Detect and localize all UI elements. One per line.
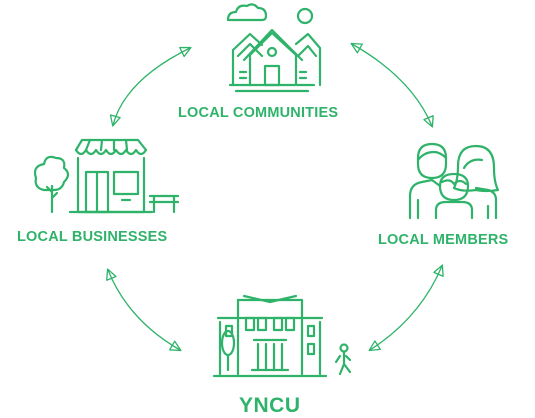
arrow-communities-members xyxy=(350,42,434,128)
label-local-communities: LOCAL COMMUNITIES xyxy=(178,105,339,121)
arrow-members-yncu xyxy=(368,264,444,352)
label-local-members: LOCAL MEMBERS xyxy=(378,232,509,248)
arrow-communities-businesses xyxy=(109,46,192,127)
label-local-businesses: LOCAL BUSINESSES xyxy=(17,229,168,245)
arrow-businesses-yncu xyxy=(106,268,182,352)
label-yncu: YNCU xyxy=(239,394,301,417)
